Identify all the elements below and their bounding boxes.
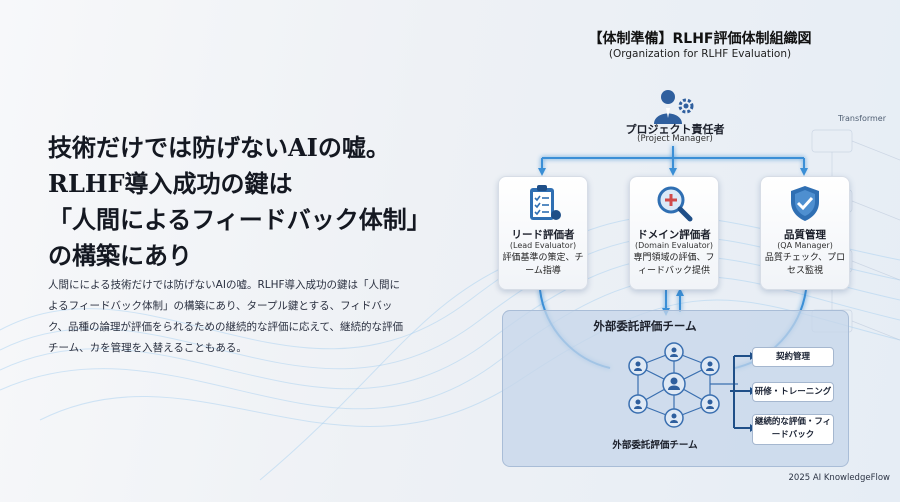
role-desc: 評価基準の策定、チーム指導 <box>502 253 584 276</box>
external-team-title: 外部委託評価チーム <box>593 319 697 333</box>
role-name: 品質管理 <box>784 229 826 241</box>
role-sub: (Lead Evaluator) <box>509 241 577 250</box>
headline: 技術だけでは防げないAIの嘘。 RLHF導入成功の鍵は 「人間によるフィードバッ… <box>48 130 448 274</box>
manager-label: プロジェクト責任者 <box>625 123 725 136</box>
magnifier-plus-icon <box>657 186 693 222</box>
role-sub: (Domain Evaluator) <box>634 241 714 250</box>
team-network-icon <box>628 342 738 428</box>
manager-sub: (Project Manager) <box>637 134 713 144</box>
headline-line-2: RLHF導入成功の鍵は <box>48 169 293 198</box>
transformer-label: Transformer <box>838 114 887 123</box>
headline-line-1: 技術だけでは防げないAIの嘘。 <box>48 133 390 162</box>
body-paragraph: 人間にによる技術だけでは防げないAIの嘘。RLHF導入成功の鍵は「人間によるフィ… <box>48 279 404 354</box>
role-name: リード評価者 <box>511 229 575 241</box>
task-contract-management: 契約管理 <box>752 347 834 367</box>
headline-line-4: の構築にあり <box>48 241 192 270</box>
shield-check-icon <box>791 186 819 221</box>
manager-gear-icon <box>654 90 694 124</box>
role-sub: (QA Manager) <box>777 241 833 250</box>
role-desc: 専門領域の評価、フィードバック提供 <box>633 253 715 276</box>
clipboard-checklist-icon <box>530 185 561 220</box>
headline-line-3: 「人間によるフィードバック体制」 <box>48 205 431 234</box>
role-name: ドメイン評価者 <box>637 229 711 241</box>
card-lead-evaluator: リード評価者 (Lead Evaluator) 評価基準の策定、チーム指導 <box>498 176 588 290</box>
copyright: 2025 AI KnowledgeFlow <box>788 473 891 483</box>
diagram-title: 【体制準備】RLHF評価体制組織図 <box>588 31 812 47</box>
task-continuous-evaluation: 継続的な評価・フィードバック <box>752 414 834 445</box>
diagram-subtitle: (Organization for RLHF Evaluation) <box>608 48 792 60</box>
task-training: 研修・トレーニング <box>752 382 834 402</box>
card-qa-manager: 品質管理 (QA Manager) 品質チェック、プロセス監視 <box>760 176 850 290</box>
card-domain-evaluator: ドメイン評価者 (Domain Evaluator) 専門領域の評価、フィードバ… <box>629 176 719 290</box>
external-team-bottom-label: 外部委託評価チーム <box>612 440 698 451</box>
role-desc: 品質チェック、プロセス監視 <box>764 253 846 276</box>
